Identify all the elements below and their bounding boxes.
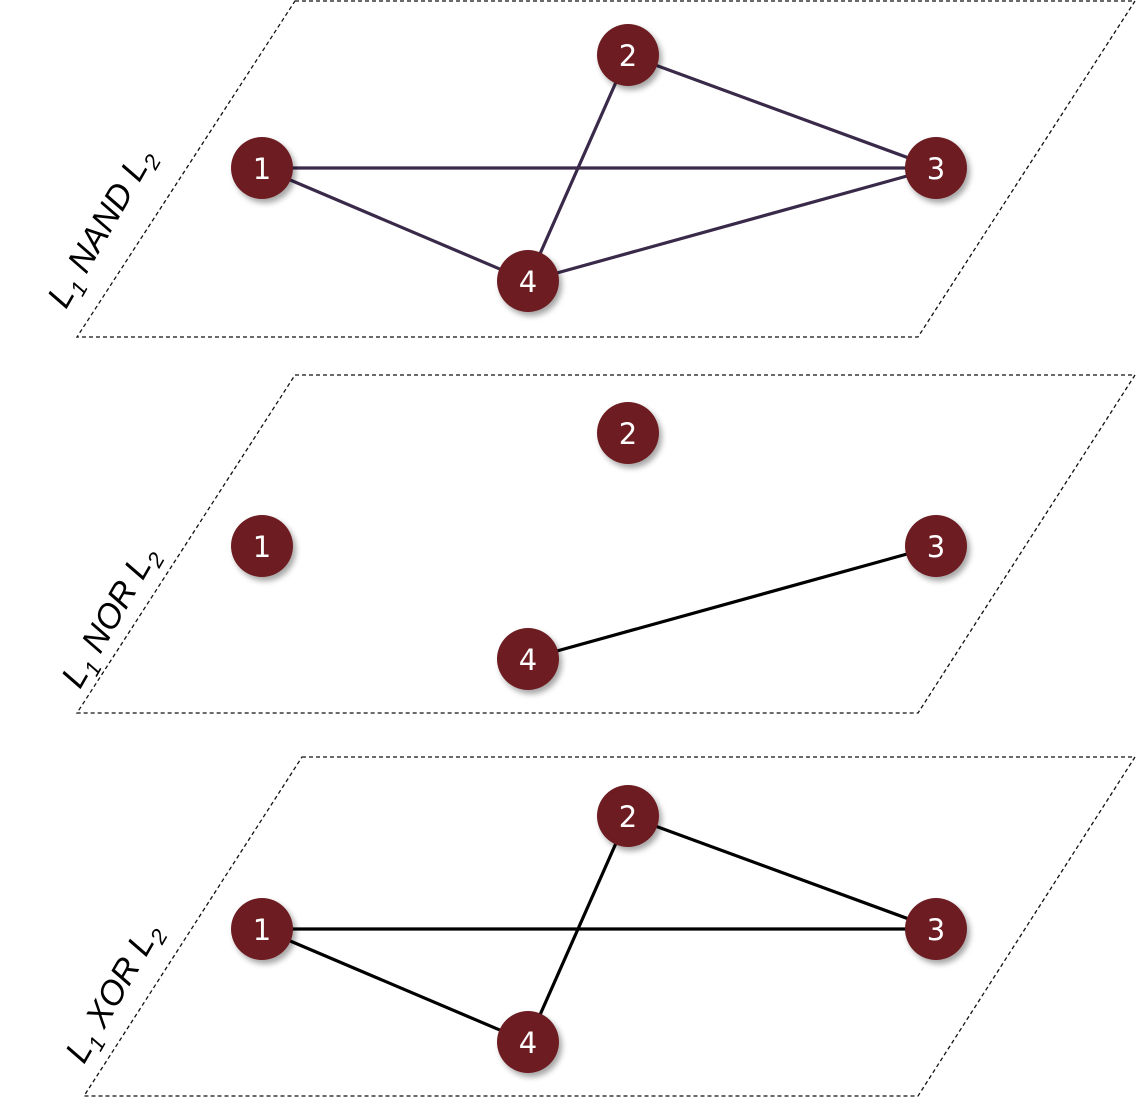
node-label: 4 (519, 265, 537, 299)
node-2: 2 (597, 402, 659, 464)
node-circle (905, 137, 967, 199)
edge-2-3 (626, 53, 938, 170)
node-circle (231, 898, 293, 960)
node-1: 1 (231, 137, 293, 199)
node-label: 4 (519, 1026, 537, 1060)
layer-plane (75, 374, 1137, 714)
node-1: 1 (231, 515, 293, 577)
node-4: 4 (497, 628, 559, 690)
node-3: 3 (905, 898, 967, 960)
edge-1-4 (260, 166, 530, 283)
layer-nor: L1 NOR L2 1 2 3 4 (54, 374, 1137, 714)
node-label: 1 (253, 152, 271, 186)
node-circle (497, 628, 559, 690)
node-circle (597, 402, 659, 464)
node-3: 3 (905, 515, 967, 577)
node-2: 2 (597, 24, 659, 86)
layer-label: L1 NOR L2 (54, 539, 170, 696)
node-label: 1 (253, 913, 271, 947)
edge-2-3 (626, 814, 938, 931)
edges (260, 814, 938, 1044)
node-circle (497, 1011, 559, 1073)
node-circle (497, 250, 559, 312)
node-label: 2 (619, 800, 637, 834)
node-label: 1 (253, 530, 271, 564)
node-2: 2 (597, 785, 659, 847)
node-circle (905, 515, 967, 577)
layer-label: L1 NAND L2 (40, 141, 166, 316)
node-circle (597, 785, 659, 847)
node-circle (231, 515, 293, 577)
layer-nand: L1 NAND L2 1 2 3 4 (40, 0, 1137, 338)
node-4: 4 (497, 250, 559, 312)
edge-1-4 (260, 927, 530, 1044)
layer-plane (82, 756, 1137, 1097)
node-label: 4 (519, 643, 537, 677)
node-label: 3 (927, 152, 945, 186)
node-label: 3 (927, 530, 945, 564)
layer-label: L1 XOR L2 (58, 916, 173, 1072)
node-circle (231, 137, 293, 199)
node-label: 2 (619, 417, 637, 451)
layer-xor: L1 XOR L2 1 2 3 4 (58, 756, 1137, 1097)
edges (526, 544, 938, 661)
node-3: 3 (905, 137, 967, 199)
edge-3-4 (526, 544, 938, 661)
node-label: 3 (927, 913, 945, 947)
node-label: 2 (619, 39, 637, 73)
node-circle (597, 24, 659, 86)
node-4: 4 (497, 1011, 559, 1073)
edge-2-4 (526, 814, 630, 1044)
edge-3-4 (526, 166, 938, 283)
node-1: 1 (231, 898, 293, 960)
node-circle (905, 898, 967, 960)
layer-plane (75, 0, 1137, 338)
edges (260, 53, 938, 283)
edge-2-4 (526, 53, 630, 283)
